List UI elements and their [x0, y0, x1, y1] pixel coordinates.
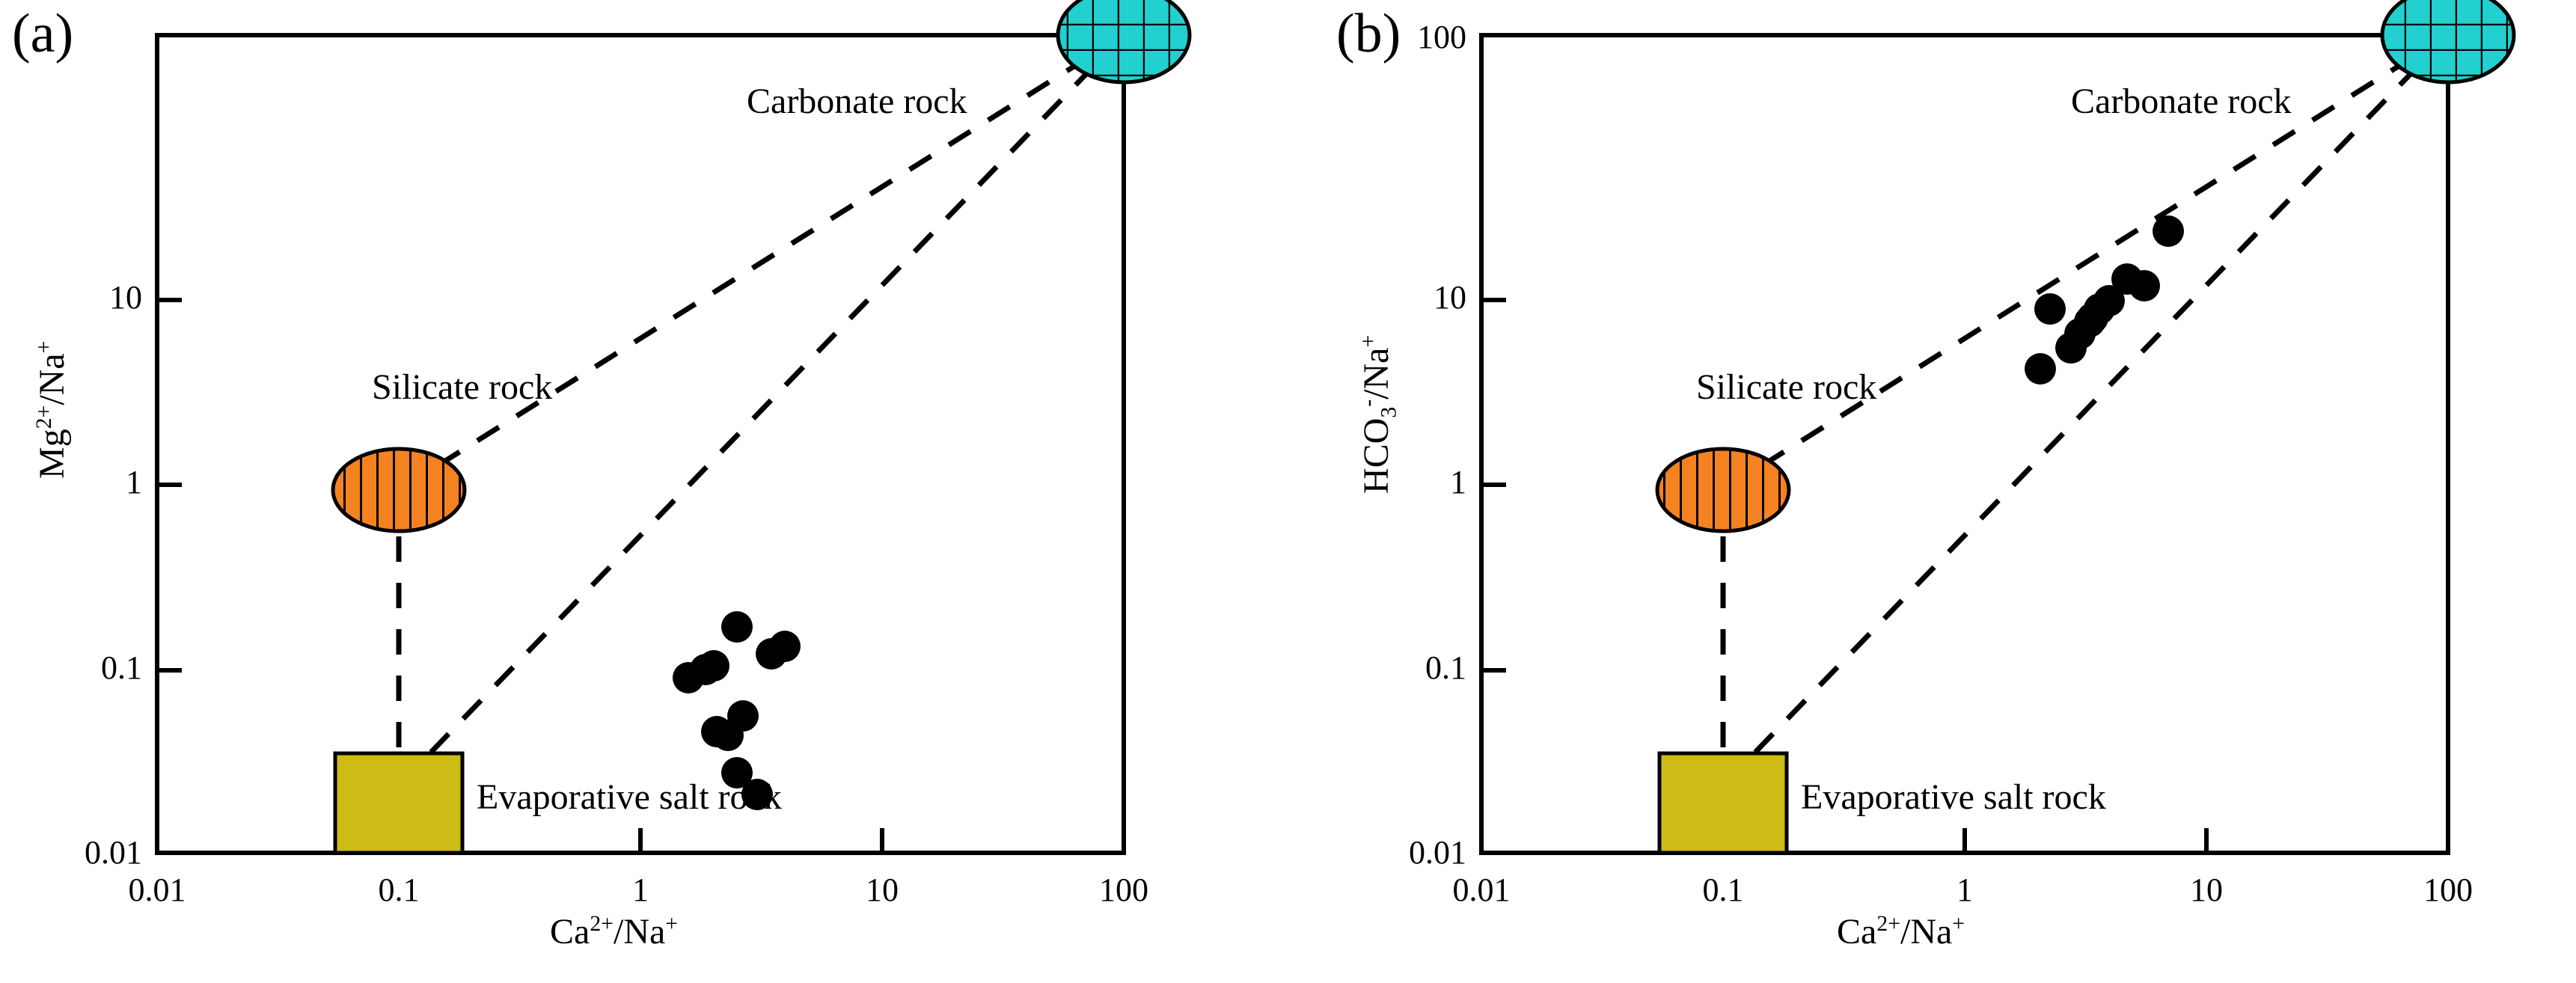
data-point [2025, 353, 2056, 385]
panel-b: (b) HCO3-/Na+ Ca2+/Na+ 0.01 0.1 1 10 100… [1287, 0, 2576, 983]
data-point [2034, 293, 2066, 325]
panel-a-ytick-0.01: 0.01 [85, 834, 142, 871]
panel-a-xtick-1: 1 [632, 872, 649, 908]
panel-b-label-silicate-rock: Silicate rock [1696, 367, 1877, 407]
panel-b-xtick-0.1: 0.1 [1702, 872, 1744, 908]
panel-b-ytick-0.1: 0.1 [1425, 649, 1466, 686]
data-point [2153, 215, 2184, 247]
panel-b-canvas [1479, 0, 2516, 855]
panel-a-endmember-evaporative-salt-rock [333, 751, 465, 855]
panel-a-canvas [155, 0, 1192, 855]
data-point [2129, 270, 2160, 301]
panel-a-y-ticks [157, 298, 182, 673]
panel-a: (a) Mg2+/Na+ Ca2+/Na+ 0.01 0.1 1 10 0.01… [0, 0, 1287, 983]
data-point [2093, 285, 2125, 316]
panel-b-endmember-evaporative-salt-rock [1657, 751, 1789, 855]
panel-b-label-evaporative-salt-rock: Evaporative salt rock [1801, 777, 2106, 817]
data-point [721, 611, 753, 643]
panel-a-tag: (a) [12, 3, 74, 64]
panel-b-endmember-silicate-rock [1655, 447, 1791, 533]
panel-a-xtick-0.01: 0.01 [128, 872, 186, 908]
panel-b-ytick-100: 100 [1417, 19, 1466, 55]
data-point [727, 700, 759, 732]
panel-a-xtick-10: 10 [866, 872, 899, 908]
panel-a-xtick-100: 100 [1099, 872, 1148, 908]
panel-b-endmember-carbonate-rock [2380, 0, 2516, 85]
panel-b-ytick-10: 10 [1434, 279, 1466, 316]
panel-a-ytick-1: 1 [126, 464, 142, 500]
data-point [769, 631, 801, 662]
panel-a-x-ticks [397, 828, 884, 853]
data-point [721, 757, 753, 788]
panel-b-tag: (b) [1336, 3, 1401, 64]
panel-b-y-ticks [1481, 33, 1506, 673]
panel-b-ytick-1: 1 [1450, 464, 1466, 500]
panel-a-plot-frame [155, 33, 1126, 855]
panel-a-label-carbonate-rock: Carbonate rock [747, 82, 967, 121]
panel-a-endmember-carbonate-rock [1056, 0, 1192, 85]
panel-a-scatter-series [673, 611, 801, 810]
panel-b-xtick-100: 100 [2423, 872, 2473, 908]
panel-b-xtick-0.01: 0.01 [1452, 872, 1511, 908]
panel-a-xtick-0.1: 0.1 [378, 872, 420, 908]
panel-b-label-carbonate-rock: Carbonate rock [2071, 82, 2292, 121]
data-point [741, 779, 773, 810]
data-point [698, 650, 729, 682]
panel-a-ytick-10: 10 [109, 279, 142, 316]
panel-b-ytick-0.01: 0.01 [1409, 834, 1466, 871]
panel-b-plot-frame [1479, 33, 2450, 855]
panel-b-xtick-1: 1 [1957, 872, 1973, 908]
panel-a-ytick-0.1: 0.1 [101, 649, 142, 686]
panel-b-mixing-lines [1720, 33, 2450, 788]
panel-a-label-silicate-rock: Silicate rock [372, 367, 553, 407]
panel-a-mixing-lines [396, 33, 1126, 788]
panel-b-xtick-10: 10 [2190, 872, 2223, 908]
panel-b-x-axis-title: Ca2+/Na+ [1837, 911, 1965, 952]
panel-a-endmember-silicate-rock [331, 447, 467, 533]
panel-b-x-ticks [1721, 828, 2209, 853]
panel-b-scatter-series [2025, 215, 2184, 385]
panel-a-x-axis-title: Ca2+/Na+ [550, 911, 679, 952]
